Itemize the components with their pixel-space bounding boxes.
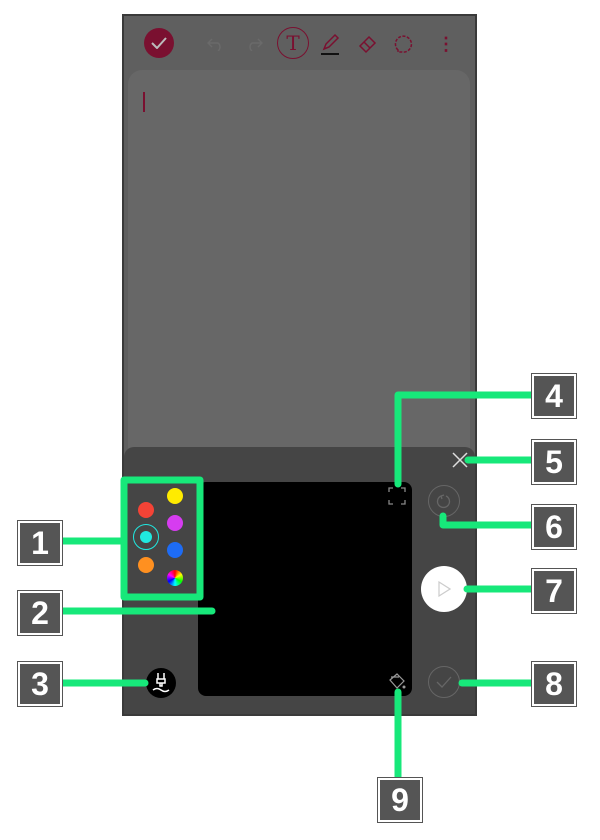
play-button[interactable] <box>421 566 467 612</box>
fullscreen-button[interactable] <box>388 487 406 505</box>
redo-button[interactable] <box>242 30 266 58</box>
pen-type-button[interactable] <box>146 668 176 698</box>
color-yellow[interactable] <box>167 488 183 504</box>
note-area[interactable] <box>128 70 470 470</box>
paint-bucket-icon <box>389 673 406 689</box>
callout-7: 7 <box>531 568 577 614</box>
refresh-icon <box>436 494 451 509</box>
color-picker-wheel[interactable] <box>167 570 183 586</box>
pen-icon <box>321 33 340 55</box>
fill-bucket-button[interactable] <box>388 672 406 690</box>
color-blue[interactable] <box>167 542 183 558</box>
lasso-icon <box>394 35 413 53</box>
text-tool-button[interactable]: T <box>277 27 309 59</box>
close-button[interactable] <box>452 452 468 468</box>
color-purple[interactable] <box>167 515 183 531</box>
callout-2: 2 <box>17 590 63 636</box>
undo-icon <box>207 38 221 51</box>
callout-3: 3 <box>17 661 63 707</box>
redo-icon <box>249 38 263 51</box>
check-icon <box>151 37 167 49</box>
check-icon <box>436 676 452 688</box>
undo-button[interactable] <box>204 30 228 58</box>
text-icon: T <box>286 31 300 55</box>
callout-6: 6 <box>531 504 577 550</box>
callout-4: 4 <box>531 373 577 419</box>
color-orange[interactable] <box>138 557 154 573</box>
color-red[interactable] <box>138 502 154 518</box>
fullscreen-icon <box>388 487 406 505</box>
more-icon: ⋮ <box>437 33 455 54</box>
callout-1: 1 <box>17 520 63 566</box>
pen-type-icon <box>152 673 170 693</box>
pen-tool-button[interactable] <box>318 30 342 58</box>
reset-button[interactable] <box>428 485 460 517</box>
callout-5: 5 <box>531 439 577 485</box>
done-button[interactable] <box>144 28 174 58</box>
callout-8: 8 <box>531 661 577 707</box>
lasso-tool-button[interactable] <box>392 30 416 58</box>
color-cyan[interactable] <box>140 531 152 543</box>
eraser-icon <box>358 35 377 54</box>
insert-button[interactable] <box>428 666 460 698</box>
text-cursor <box>143 92 145 112</box>
play-icon <box>438 581 451 597</box>
eraser-tool-button[interactable] <box>356 30 380 58</box>
close-icon <box>452 452 468 468</box>
more-options-button[interactable]: ⋮ <box>436 30 456 58</box>
callout-9: 9 <box>377 777 423 823</box>
drawing-canvas[interactable] <box>198 482 412 696</box>
